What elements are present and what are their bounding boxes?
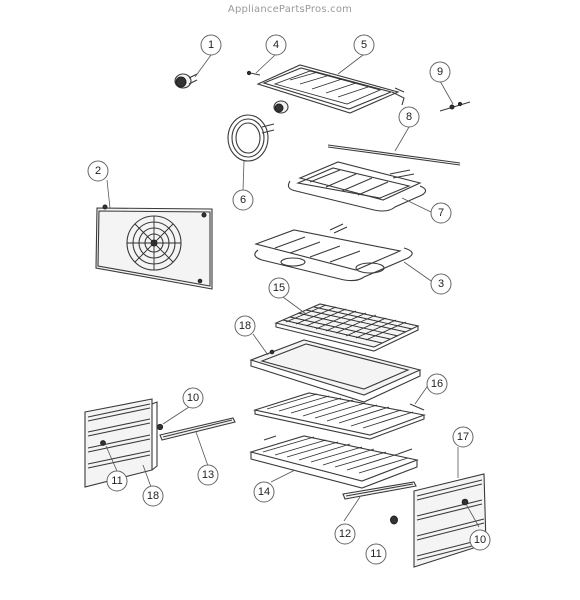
part-rod (327, 144, 461, 166)
svg-text:6: 6 (240, 194, 246, 206)
callout-5: 5 (353, 34, 375, 56)
callout-11-bottom: 11 (365, 543, 387, 565)
callout-16: 16 (426, 373, 448, 395)
svg-text:14: 14 (258, 486, 270, 498)
callout-10-left: 10 (182, 387, 204, 409)
part-rack-slide-left (156, 417, 236, 441)
svg-text:11: 11 (111, 475, 122, 487)
part-broiler-pan (249, 339, 422, 403)
part-lower-element (254, 223, 413, 282)
part-screw (246, 70, 261, 76)
svg-text:15: 15 (273, 282, 285, 294)
callout-12: 12 (334, 523, 356, 545)
svg-text:2: 2 (95, 165, 101, 177)
part-sensor (439, 101, 471, 112)
callout-18-center: 18 (234, 315, 256, 337)
part-oven-rack-upper (252, 392, 427, 440)
callout-4: 4 (265, 34, 287, 56)
callout-17: 17 (452, 426, 474, 448)
svg-text:10: 10 (187, 392, 199, 404)
part-oven-rack-lower (248, 435, 419, 489)
callout-8: 8 (398, 106, 420, 128)
svg-text:17: 17 (457, 431, 469, 443)
watermark: AppliancePartsPros.com (227, 4, 353, 15)
svg-text:13: 13 (202, 469, 214, 481)
callout-1: 1 (200, 34, 222, 56)
part-clip (390, 515, 398, 525)
svg-text:3: 3 (438, 278, 444, 290)
part-rack-support-left (84, 398, 158, 488)
part-rack-slide-right (342, 481, 417, 500)
callout-11-left: 11 (106, 470, 128, 492)
svg-text:8: 8 (406, 111, 412, 123)
leader-lines (105, 54, 480, 528)
callout-2: 2 (87, 160, 109, 182)
svg-text:5: 5 (361, 39, 367, 51)
svg-text:4: 4 (273, 39, 279, 51)
part-knob (174, 73, 198, 89)
part-convection-cover (95, 204, 213, 290)
svg-text:9: 9 (437, 66, 443, 78)
callout-14: 14 (253, 481, 275, 503)
svg-text:18: 18 (239, 320, 251, 332)
callout-18-left: 18 (142, 485, 164, 507)
svg-text:10: 10 (474, 534, 486, 546)
part-rack-support-right (413, 473, 487, 568)
callout-13: 13 (197, 464, 219, 486)
callout-9: 9 (429, 61, 451, 83)
svg-text:16: 16 (431, 378, 443, 390)
part-broil-element (256, 64, 405, 114)
callout-7: 7 (430, 202, 452, 224)
callout-10-right: 10 (469, 529, 491, 551)
svg-text:18: 18 (147, 490, 159, 502)
svg-text:1: 1 (208, 39, 214, 51)
part-convection-element (227, 100, 289, 162)
svg-text:11: 11 (370, 548, 381, 560)
svg-text:7: 7 (438, 207, 444, 219)
part-broiler-grid (274, 303, 420, 352)
callout-6: 6 (232, 189, 254, 211)
part-bake-element (287, 161, 427, 212)
svg-text:12: 12 (339, 528, 351, 540)
callout-3: 3 (430, 273, 452, 295)
callout-15: 15 (268, 277, 290, 299)
